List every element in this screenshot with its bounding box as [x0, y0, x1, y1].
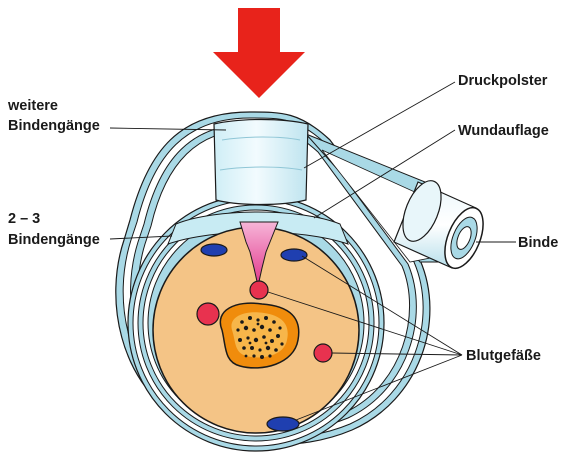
label-weitere-line2: Bindengänge — [8, 118, 100, 134]
vein-top-right — [281, 249, 307, 261]
vein-top-left — [201, 244, 227, 256]
bone — [220, 303, 298, 368]
label-wundauflage: Wundauflage — [458, 123, 549, 139]
artery-left — [197, 303, 219, 325]
label-binde: Binde — [518, 235, 558, 251]
pressure-pad — [214, 120, 308, 205]
label-zwei-drei-line1: 2 – 3 — [8, 211, 40, 227]
vein-bottom — [267, 417, 299, 431]
label-zwei-drei-line2: Bindengänge — [8, 232, 100, 248]
pressure-arrow-icon — [213, 8, 305, 98]
label-druckpolster: Druckpolster — [458, 73, 548, 89]
artery-right — [314, 344, 332, 362]
artery-top — [250, 281, 268, 299]
label-blutgefaesse: Blutgefäße — [466, 348, 541, 364]
label-weitere-line1: weitere — [7, 98, 58, 114]
